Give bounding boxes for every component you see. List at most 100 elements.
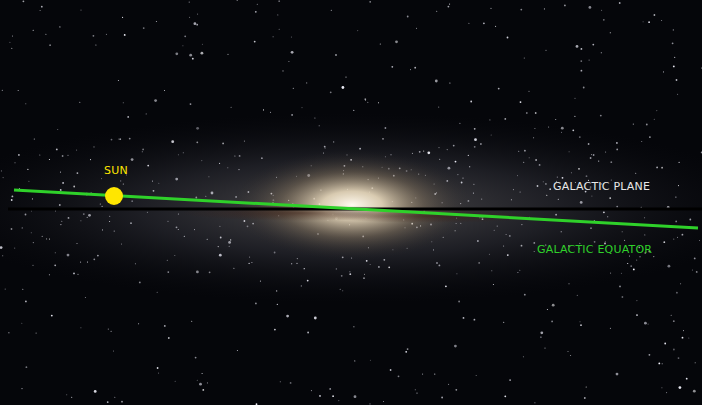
star: [120, 180, 121, 181]
star: [8, 332, 9, 333]
star: [693, 390, 696, 393]
star: [635, 173, 636, 174]
star: [83, 213, 85, 215]
star: [673, 239, 674, 240]
star: [354, 360, 355, 361]
star: [33, 242, 34, 243]
star: [80, 220, 81, 221]
star: [311, 390, 312, 391]
star: [537, 185, 539, 187]
star: [619, 286, 621, 288]
star: [412, 153, 413, 154]
star: [227, 167, 228, 168]
star: [184, 35, 186, 37]
star: [121, 243, 122, 244]
star: [593, 154, 595, 156]
star: [208, 176, 209, 177]
star: [73, 273, 75, 275]
star: [517, 175, 518, 176]
star: [39, 154, 40, 155]
star: [694, 258, 696, 260]
star: [364, 274, 365, 275]
star: [238, 169, 239, 170]
sun-label: SUN: [104, 164, 128, 177]
star: [196, 271, 199, 274]
star: [260, 281, 261, 282]
star: [175, 52, 178, 55]
star: [100, 203, 101, 204]
star: [624, 240, 625, 241]
star: [448, 384, 449, 385]
star: [307, 280, 309, 282]
star: [196, 24, 198, 26]
star: [11, 199, 13, 201]
star: [580, 60, 582, 62]
galaxy-band: [0, 113, 702, 303]
star: [656, 110, 657, 111]
star: [61, 221, 62, 222]
star: [251, 262, 252, 263]
star: [555, 119, 556, 120]
star: [167, 271, 169, 273]
star: [291, 51, 294, 54]
star: [561, 127, 564, 130]
star: [158, 183, 159, 184]
star: [520, 9, 522, 11]
star: [54, 264, 56, 266]
star: [683, 330, 684, 331]
star: [227, 54, 228, 55]
star: [609, 197, 611, 199]
star: [474, 128, 476, 130]
star: [601, 10, 602, 11]
star: [93, 258, 95, 260]
star: [304, 268, 305, 269]
star: [87, 217, 88, 218]
star: [664, 343, 666, 345]
star: [483, 22, 485, 24]
star: [616, 149, 618, 151]
star: [548, 126, 549, 127]
star: [5, 289, 6, 290]
star: [176, 226, 178, 228]
star: [319, 125, 320, 126]
star: [507, 254, 509, 256]
star: [622, 296, 624, 298]
star: [12, 35, 13, 36]
star: [22, 227, 23, 228]
star: [545, 50, 546, 51]
star: [46, 238, 47, 239]
star: [459, 123, 460, 124]
star: [33, 30, 34, 31]
star: [254, 41, 256, 43]
star: [507, 37, 509, 39]
star: [598, 161, 599, 162]
star: [561, 231, 562, 232]
star: [673, 320, 675, 322]
star: [55, 210, 56, 211]
star: [178, 229, 179, 230]
star: [353, 110, 354, 111]
star: [540, 331, 543, 334]
star: [66, 394, 67, 395]
star: [194, 22, 197, 25]
star: [584, 397, 586, 399]
star: [34, 138, 35, 139]
star: [674, 57, 675, 58]
star: [463, 317, 465, 319]
star: [590, 157, 592, 159]
star: [207, 382, 208, 383]
star: [146, 113, 147, 114]
star: [80, 327, 81, 328]
star: [97, 255, 99, 257]
star: [349, 273, 351, 275]
star: [279, 29, 280, 30]
star: [124, 34, 126, 36]
star: [668, 265, 671, 268]
star: [131, 200, 133, 202]
star: [118, 80, 119, 81]
star: [357, 30, 358, 31]
star: [696, 271, 698, 273]
star: [319, 395, 321, 397]
star: [175, 178, 178, 181]
star: [577, 295, 578, 296]
